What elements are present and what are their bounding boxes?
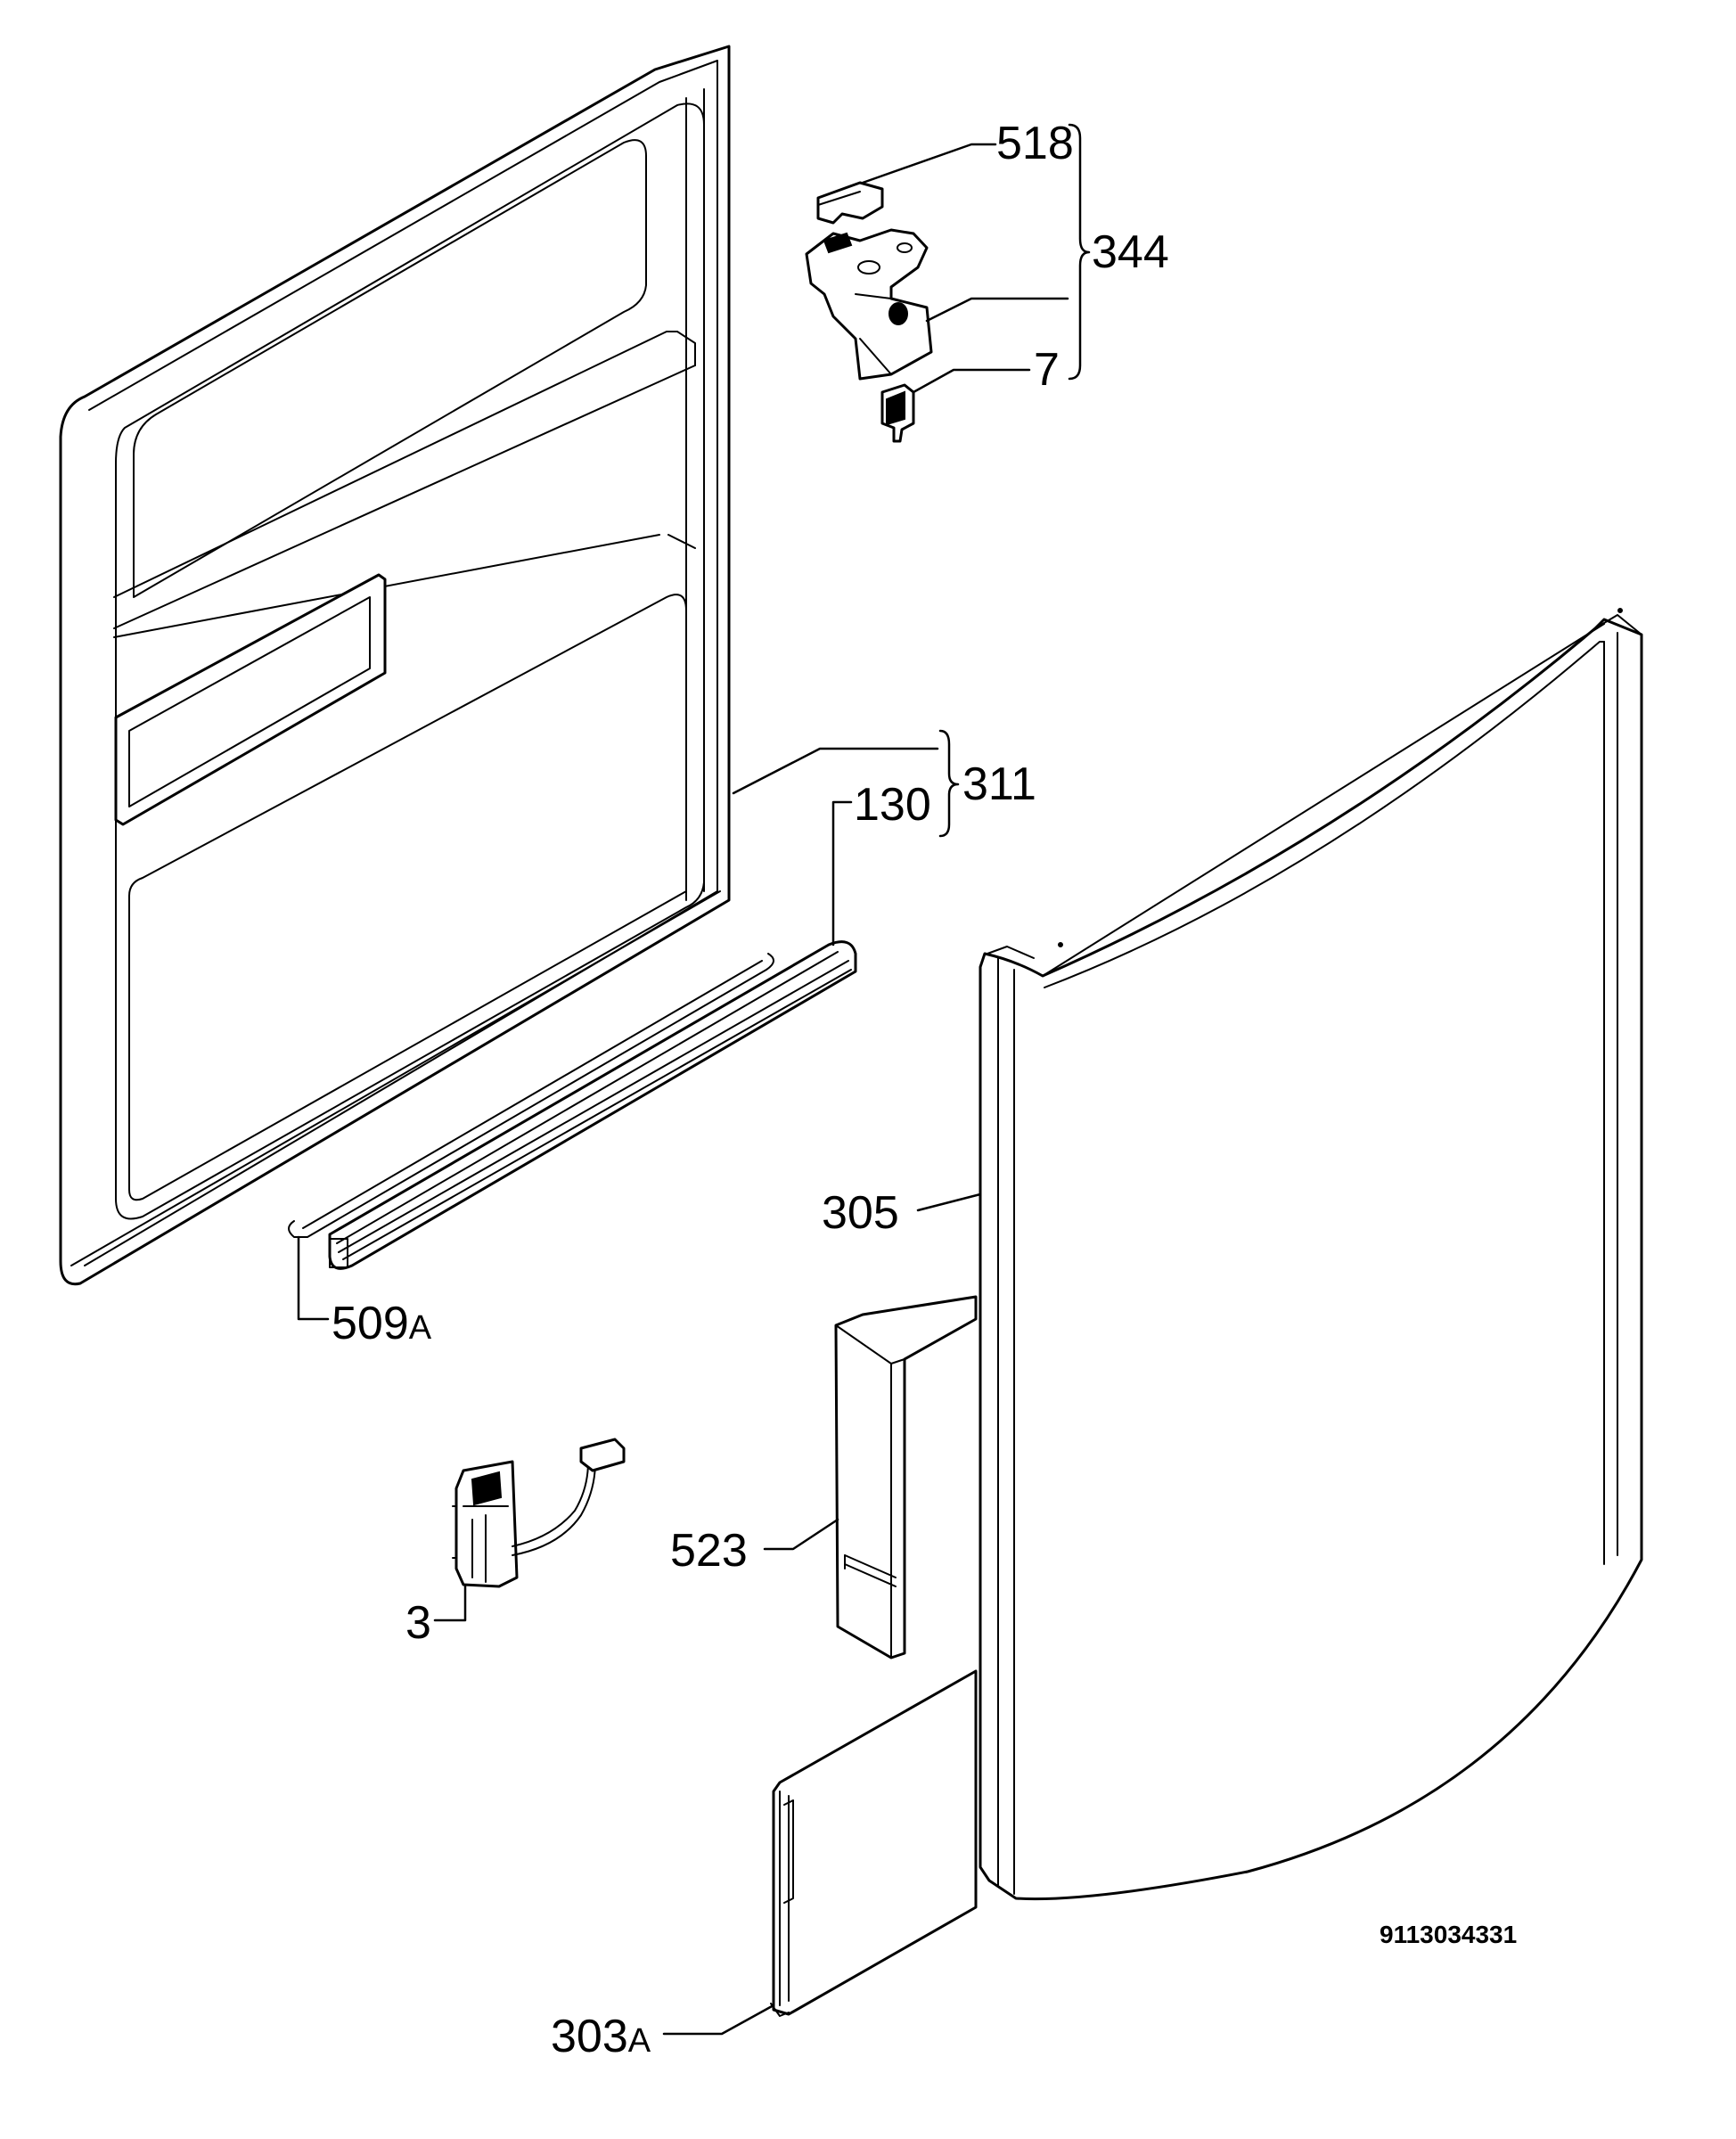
leader-509a xyxy=(297,1235,330,1321)
callout-344: 344 xyxy=(1092,226,1169,278)
door-switch xyxy=(452,1438,626,1588)
callout-7: 7 xyxy=(1034,344,1060,396)
callout-523: 523 xyxy=(670,1525,748,1577)
outer-door-panel xyxy=(979,608,1643,1901)
callout-3: 3 xyxy=(405,1597,431,1649)
leader-303a xyxy=(662,2004,775,2036)
detergent-dispenser xyxy=(834,1295,978,1660)
leader-lock-body xyxy=(925,297,1069,323)
leader-3 xyxy=(433,1585,467,1622)
door-lock-assembly xyxy=(805,181,933,443)
inner-door-panel xyxy=(59,45,731,1286)
callout-311: 311 xyxy=(962,758,1036,810)
callout-509a-suffix: A xyxy=(409,1309,432,1347)
leader-518 xyxy=(861,143,997,184)
leader-523 xyxy=(763,1518,839,1551)
callout-518: 518 xyxy=(996,118,1074,169)
document-number: 9113034331 xyxy=(1380,1921,1517,1948)
leader-130 xyxy=(831,800,853,947)
callout-509a: 509A xyxy=(332,1298,432,1349)
callout-303a: 303A xyxy=(551,2011,651,2062)
leader-305 xyxy=(916,1192,982,1212)
callout-509a-number: 509 xyxy=(332,1298,409,1349)
callout-305: 305 xyxy=(822,1187,899,1239)
bottom-panel xyxy=(770,1669,978,2017)
callout-labels: 518 344 7 311 130 305 509A 523 3 303A 91… xyxy=(332,118,1517,2062)
brace-311 xyxy=(938,729,960,838)
leader-lines xyxy=(297,123,1091,2036)
callout-303a-suffix: A xyxy=(628,2022,651,2060)
leader-7 xyxy=(912,368,1031,394)
callout-130: 130 xyxy=(854,779,931,831)
brace-344 xyxy=(1068,123,1091,381)
callout-303a-number: 303 xyxy=(551,2011,628,2062)
door-seal xyxy=(288,940,857,1270)
leader-311 xyxy=(732,747,939,795)
